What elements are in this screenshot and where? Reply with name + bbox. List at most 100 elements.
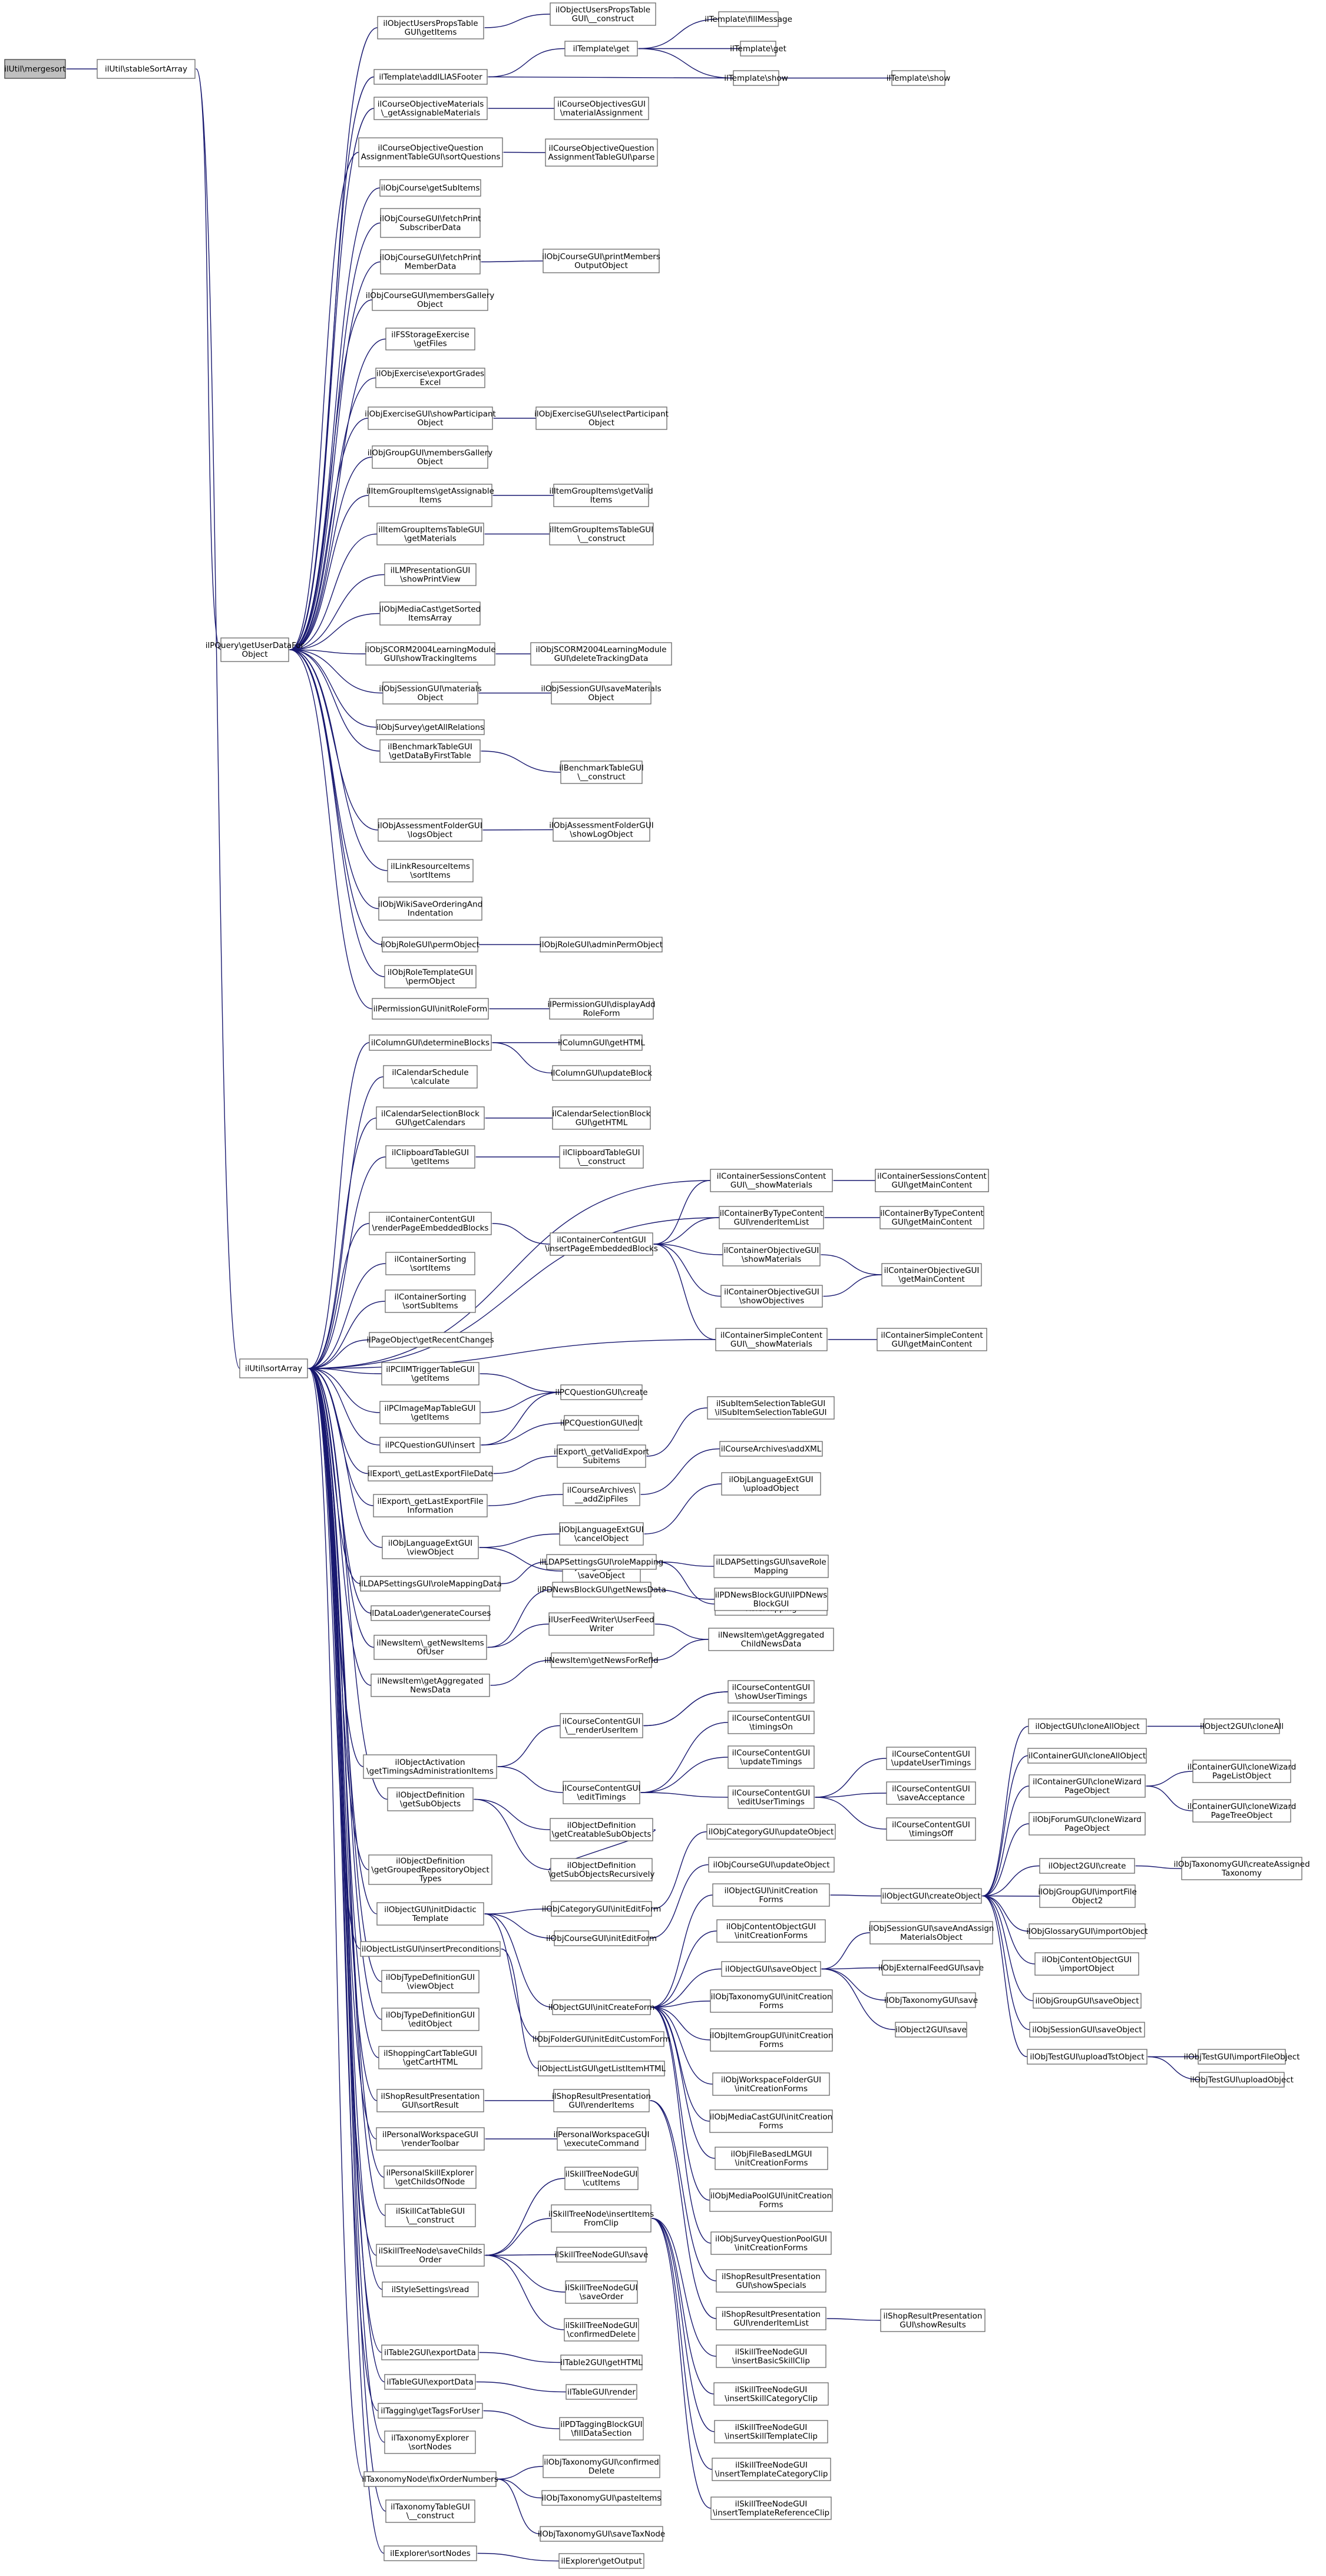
function-node[interactable]: ilPCQuestionGUI\edit bbox=[560, 1415, 643, 1431]
function-node[interactable]: ilObject2GUI\save bbox=[895, 2022, 967, 2038]
function-node[interactable]: ilPersonalWorkspaceGUI\renderToolbar bbox=[376, 2127, 485, 2151]
function-node[interactable]: ilNewsItem\getNewsForRefId bbox=[544, 1652, 659, 1668]
function-node[interactable]: ilObjectGUI\saveObject bbox=[721, 1961, 821, 1977]
function-node[interactable]: ilObjectDefinition\getSubObjects bbox=[387, 1787, 474, 1811]
function-node[interactable]: ilTemplate\show bbox=[887, 70, 951, 86]
function-node[interactable]: ilTable2GUI\getHTML bbox=[560, 2355, 643, 2370]
function-node[interactable]: ilObjectListGUI\insertPreconditions bbox=[360, 1941, 501, 1957]
function-node[interactable]: ilObjectActivation\getTimingsAdministrat… bbox=[363, 1754, 497, 1779]
function-node[interactable]: ilObjTaxonomyGUI\initCreationForms bbox=[710, 1989, 833, 2013]
function-node[interactable]: ilContainerSorting\sortItems bbox=[385, 1252, 475, 1275]
function-node[interactable]: ilObjCourseGUI\updateObject bbox=[708, 1857, 835, 1873]
function-node[interactable]: ilContainerSimpleContentGUI\__showMateri… bbox=[715, 1328, 828, 1351]
function-node[interactable]: ilContainerContentGUI\renderPageEmbedded… bbox=[369, 1212, 492, 1235]
function-node[interactable]: ilCourseObjectiveQuestionAssignmentTable… bbox=[545, 138, 658, 167]
function-node[interactable]: ilObjectDefinition\getGroupedRepositoryO… bbox=[368, 1854, 492, 1885]
function-node[interactable]: ilObjFileBasedLMGUI\initCreationForms bbox=[715, 2147, 828, 2170]
function-node[interactable]: ilPCQuestionGUI\create bbox=[555, 1384, 648, 1400]
function-node[interactable]: ilCourseObjectivesGUI\materialAssignment bbox=[554, 97, 649, 120]
function-node[interactable]: ilContainerByTypeContentGUI\getMainConte… bbox=[879, 1206, 984, 1229]
function-node[interactable]: ilObjLanguageExtGUI\viewObject bbox=[382, 1536, 479, 1559]
function-node[interactable]: ilObjTaxonomyGUI\saveTaxNode bbox=[538, 2526, 666, 2542]
function-node[interactable]: ilLinkResourceItems\sortItems bbox=[387, 859, 474, 882]
function-node[interactable]: ilPersonalSkillExplorer\getChildsOfNode bbox=[383, 2165, 477, 2189]
function-node[interactable]: ilPersonalWorkspaceGUI\executeCommand bbox=[553, 2127, 650, 2151]
function-node[interactable]: ilShopResultPresentationGUI\renderItemLi… bbox=[716, 2307, 826, 2330]
function-node[interactable]: ilObjTestGUI\uploadTstObject bbox=[1027, 2049, 1148, 2065]
function-node[interactable]: ilContainerSessionsContentGUI\__showMate… bbox=[710, 1169, 833, 1192]
function-node[interactable]: ilObjRoleTemplateGUI\permObject bbox=[384, 965, 477, 988]
function-node[interactable]: ilObjSCORM2004LearningModuleGUI\showTrac… bbox=[365, 642, 496, 666]
function-node[interactable]: ilPCImageMapTableGUI\getItems bbox=[379, 1401, 481, 1424]
function-node[interactable]: ilCourseContentGUI\editTimings bbox=[563, 1781, 641, 1804]
function-node[interactable]: ilSkillTreeNodeGUI\insertSkillTemplateCl… bbox=[714, 2420, 828, 2443]
function-node[interactable]: ilCourseContentGUI\saveAcceptance bbox=[886, 1781, 976, 1805]
function-node[interactable]: ilTemplate\addILIASFooter bbox=[373, 69, 488, 85]
function-node[interactable]: ilObject2GUI\cloneAll bbox=[1200, 1718, 1284, 1734]
function-node[interactable]: ilObjectGUI\createObject bbox=[881, 1888, 982, 1904]
function-node[interactable]: ilObjTypeDefinitionGUI\editObject bbox=[381, 2008, 480, 2031]
function-node[interactable]: ilCourseContentGUI\updateUserTimings bbox=[886, 1747, 976, 1770]
function-node[interactable]: ilSkillTreeNodeGUI\cutItems bbox=[564, 2167, 639, 2190]
function-node[interactable]: ilCourseContentGUI\editUserTimings bbox=[728, 1785, 815, 1809]
function-node[interactable]: ilColumnGUI\updateBlock bbox=[551, 1065, 652, 1081]
function-node[interactable]: ilObjSessionGUI\saveAndAssignMaterialsOb… bbox=[869, 1921, 994, 1945]
root-function-node[interactable]: ilUtil\mergesort bbox=[4, 59, 66, 79]
function-node[interactable]: ilContainerSessionsContentGUI\getMainCon… bbox=[875, 1169, 989, 1192]
function-node[interactable]: ilPageObject\getRecentChanges bbox=[366, 1332, 494, 1348]
function-node[interactable]: ilExport\_getLastExportFileDate bbox=[368, 1466, 493, 1482]
function-node[interactable]: ilCourseContentGUI\updateTimings bbox=[728, 1745, 815, 1769]
function-node[interactable]: ilColumnGUI\determineBlocks bbox=[369, 1034, 492, 1051]
function-node[interactable]: ilShoppingCartTableGUI\getCartHTML bbox=[378, 2046, 482, 2069]
function-node[interactable]: ilCourseContentGUI\timingsOff bbox=[886, 1817, 976, 1841]
function-node[interactable]: ilTaxonomyTableGUI\__construct bbox=[385, 2499, 475, 2523]
function-node[interactable]: ilSkillTreeNodeGUI\save bbox=[555, 2247, 649, 2263]
function-node[interactable]: ilPCIIMTriggerTableGUI\getItems bbox=[381, 1362, 480, 1385]
function-node[interactable]: ilColumnGUI\getHTML bbox=[558, 1034, 645, 1051]
function-node[interactable]: ilSubItemSelectionTableGUI\ilSubItemSele… bbox=[707, 1396, 835, 1420]
function-node[interactable]: ilObjAssessmentFolderGUI\showLogObject bbox=[549, 818, 654, 842]
function-node[interactable]: ilCalendarSchedule\calculate bbox=[383, 1065, 478, 1089]
function-node[interactable]: ilClipboardTableGUI\__construct bbox=[559, 1145, 644, 1169]
function-node[interactable]: ilContainerObjectiveGUI\showObjectives bbox=[720, 1285, 823, 1308]
function-node[interactable]: ilContainerSorting\sortSubItems bbox=[385, 1289, 476, 1313]
function-node[interactable]: ilContainerObjectiveGUI\getMainContent bbox=[881, 1263, 982, 1287]
function-node[interactable]: ilBenchmarkTableGUI\getDataByFirstTable bbox=[379, 739, 481, 763]
function-node[interactable]: ilContainerSimpleContentGUI\getMainConte… bbox=[877, 1328, 987, 1351]
function-node[interactable]: ilObjContentObjectGUI\initCreationForms bbox=[716, 1919, 826, 1943]
function-node[interactable]: ilObjMediaPoolGUI\initCreationForms bbox=[709, 2188, 833, 2212]
function-node[interactable]: ilContainerGUI\cloneAllObject bbox=[1027, 1748, 1147, 1764]
function-node[interactable]: ilObjSessionGUI\saveObject bbox=[1029, 2022, 1145, 2038]
function-node[interactable]: ilCourseArchives\addXML bbox=[719, 1441, 823, 1457]
function-node[interactable]: ilSkillTreeNodeGUI\insertTemplateCategor… bbox=[712, 2458, 831, 2481]
function-node[interactable]: ilExplorer\getOutput bbox=[558, 2553, 644, 2569]
function-node[interactable]: ilObjCategoryGUI\updateObject bbox=[706, 1824, 836, 1840]
function-node[interactable]: ilObjTypeDefinitionGUI\viewObject bbox=[381, 1970, 480, 1993]
function-node[interactable]: ilSkillTreeNodeGUI\confirmedDelete bbox=[564, 2318, 639, 2342]
function-node[interactable]: ilObjLanguageExtGUI\uploadObject bbox=[721, 1472, 821, 1496]
